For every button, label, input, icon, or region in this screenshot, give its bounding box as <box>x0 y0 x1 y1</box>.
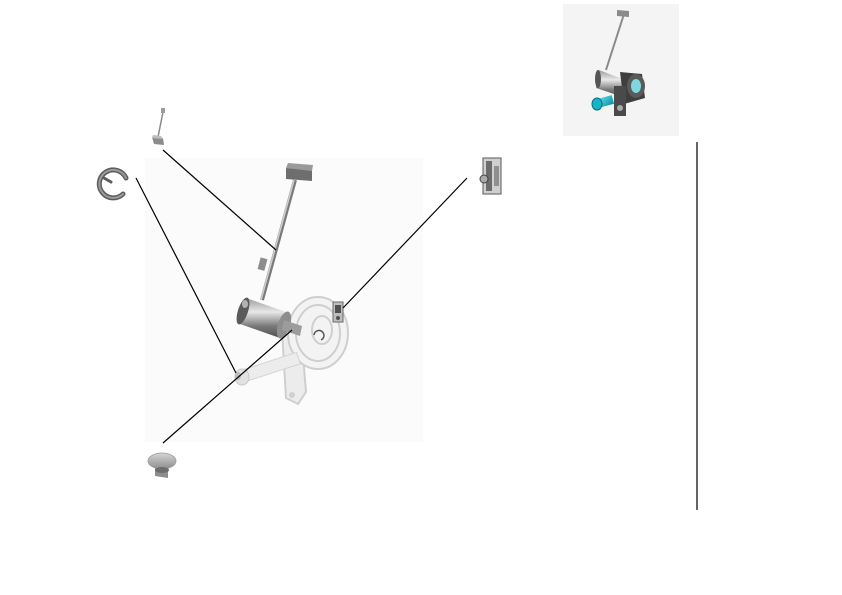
main-assembly <box>234 163 349 406</box>
highlighted-knob-face <box>591 97 603 111</box>
spring-pin-icon <box>152 108 165 145</box>
leader-line-spring-pin <box>162 149 277 251</box>
e-clip-icon <box>96 167 129 201</box>
leader-line-e-clip <box>135 177 237 374</box>
main-view-backdrop <box>145 158 423 442</box>
leader-lines <box>135 149 468 444</box>
lever-pad <box>286 163 313 181</box>
actuator-cylinder <box>236 297 302 339</box>
pivot-bracket-icon <box>479 157 502 195</box>
lever-rod <box>257 179 297 301</box>
assembly-bracket <box>332 301 344 323</box>
assembly-e-clip <box>313 329 325 341</box>
leader-line-pivot-bracket <box>342 177 468 309</box>
knob-cap-icon <box>147 452 177 478</box>
context-thumbnail <box>563 4 679 136</box>
leader-line-knob-cap <box>162 329 293 444</box>
